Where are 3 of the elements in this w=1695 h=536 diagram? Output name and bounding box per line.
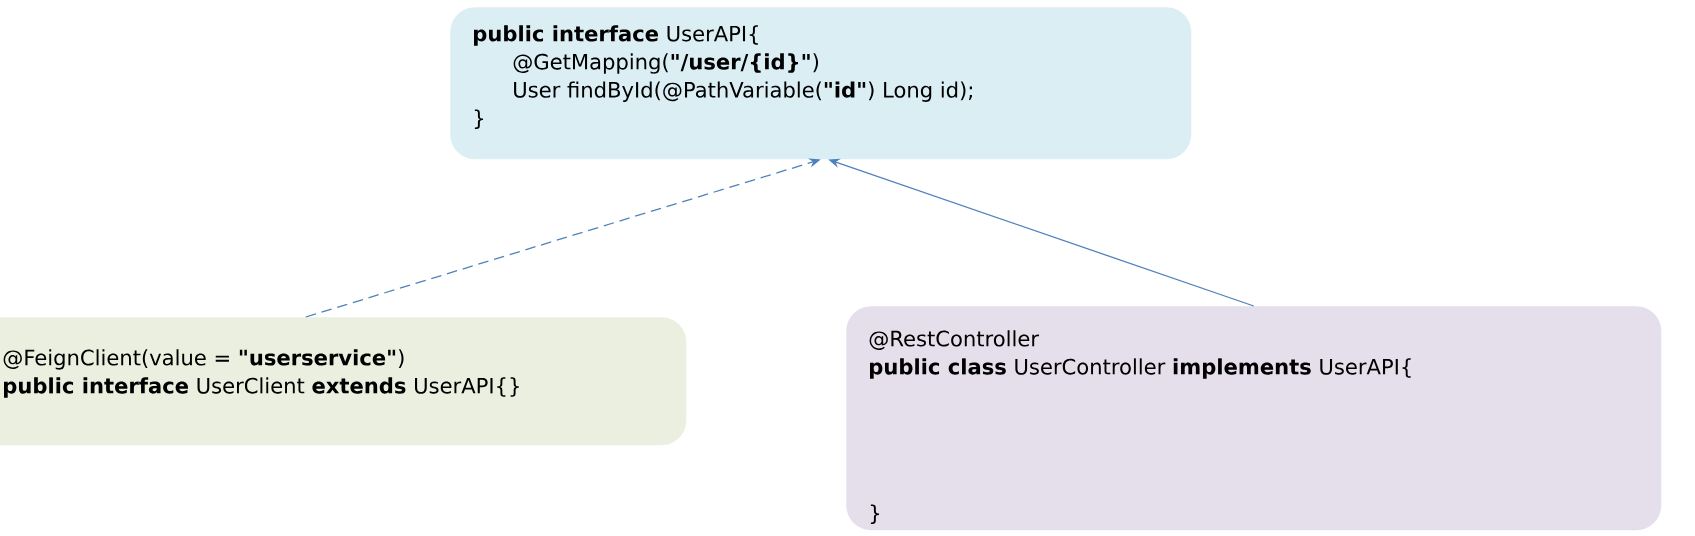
- code-box: @RestController public class UserController implements UserAPI{ }: [846, 306, 1662, 531]
- code-box: public interface UserAPI{ @GetMapping("/user/{id}") User findById(@PathVariable("id") Long id); }: [450, 7, 1192, 160]
- code-box: @FeignClient(value = "userservice") public interface UserClient extends UserAPI{}: [0, 317, 687, 446]
